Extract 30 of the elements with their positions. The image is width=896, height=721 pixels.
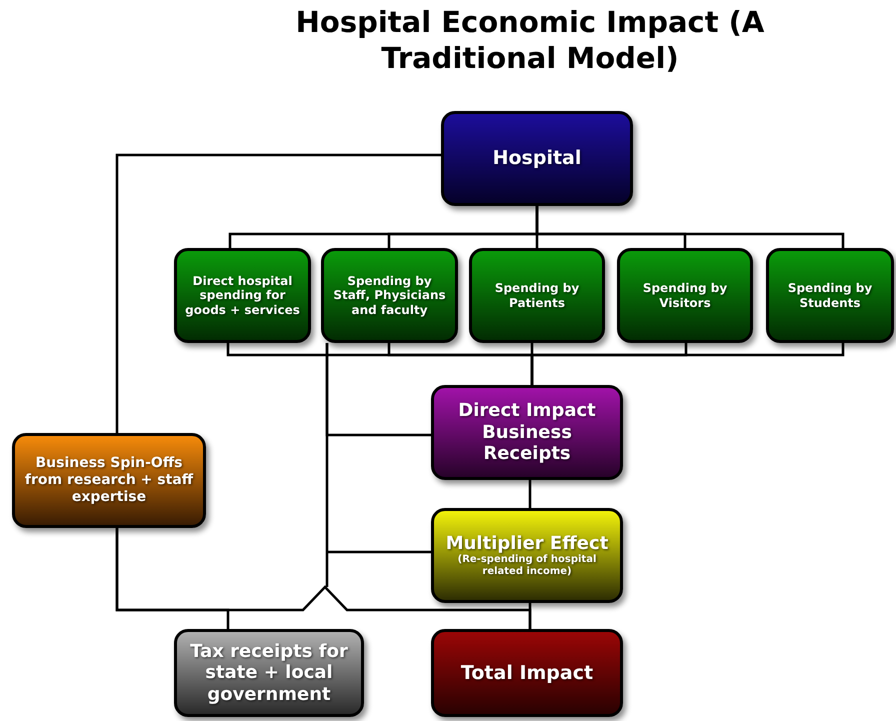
box-label: Business Spin-Offs from research + staff expertise [24, 455, 194, 506]
connector-line [530, 343, 844, 385]
connector-line [536, 206, 844, 248]
hospital-box [441, 111, 633, 206]
tax-receipts-box [174, 629, 364, 717]
spending-box [766, 248, 894, 343]
connector-line [326, 342, 432, 588]
box-sublabel: (Re-spending of hospital related income) [456, 554, 598, 578]
spin-offs-box [12, 433, 206, 528]
spending-box [174, 248, 311, 343]
spending-box [617, 248, 753, 343]
box-label: Hospital [492, 147, 582, 170]
connector-line [116, 528, 532, 629]
total-impact-box [431, 629, 623, 717]
box-label: Total Impact [460, 662, 594, 684]
box-label: Spending by Patients [494, 281, 580, 310]
direct-impact-box [431, 385, 623, 480]
diagram-title: Hospital Economic Impact (A Traditional Model) [294, 4, 766, 76]
box-label: Direct Impact Business Receipts [457, 400, 597, 465]
box-label: Tax receipts for state + local government [189, 640, 349, 706]
box-label: Spending by Visitors [642, 281, 728, 310]
connector-line [116, 154, 441, 433]
multiplier-box [431, 508, 623, 603]
spending-box [469, 248, 605, 343]
connector-line [528, 480, 532, 508]
box-label: Multiplier Effect [446, 532, 608, 554]
box-label: Spending by Staff, Physicians and faculty [332, 274, 447, 318]
spending-box [321, 248, 458, 343]
box-label: Spending by Students [786, 281, 874, 310]
box-label: Direct hospital spending for goods + services [184, 274, 301, 318]
